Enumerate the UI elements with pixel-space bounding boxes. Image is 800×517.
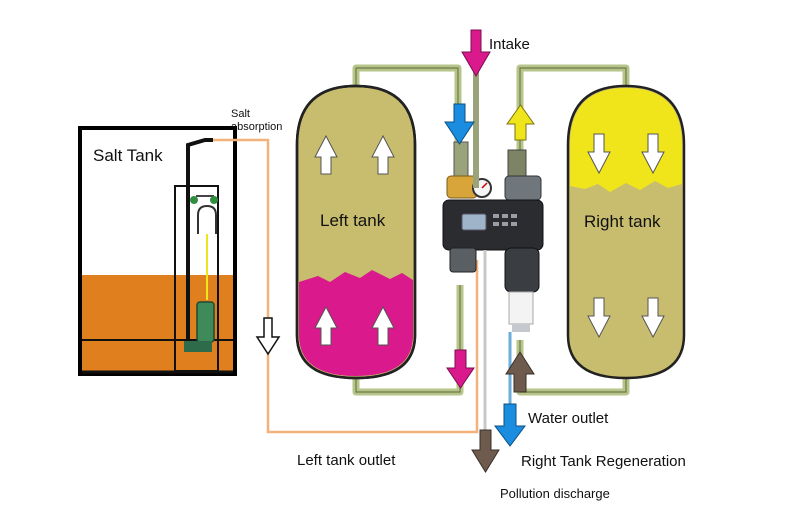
salt-line	[213, 138, 479, 434]
left-tank-outlet-label: Left tank outlet	[297, 452, 396, 469]
brine-well	[174, 185, 219, 372]
salt-tank-label: Salt Tank	[93, 146, 163, 165]
right-tank-down-arrow-icon	[587, 133, 611, 175]
pollution-discharge-arrow-icon	[471, 429, 500, 473]
control-valve	[442, 141, 544, 332]
left-tank-brine	[299, 270, 413, 376]
water-outlet-arrow-icon	[494, 403, 526, 447]
right-top-up-arrow-icon	[506, 104, 535, 141]
intake-arrow-icon	[461, 29, 491, 77]
right-bottom-up-arrow-icon	[505, 351, 535, 393]
salt-absorption-label-line2: absorption	[231, 121, 283, 133]
left-inlet-arrow-icon	[444, 103, 475, 145]
right-tank	[566, 84, 686, 380]
salt-flow-down-arrow-icon	[255, 317, 281, 356]
right-tank-label: Right tank	[584, 212, 661, 231]
left-tank	[295, 84, 417, 380]
raw-water-pipe	[473, 70, 479, 188]
intake-label: Intake	[489, 36, 530, 53]
valve-display	[461, 213, 487, 231]
right-tank-down-arrow-icon	[641, 297, 665, 339]
salt-absorption-label-line1: Salt	[231, 108, 250, 120]
left-tank-up-arrow-icon	[371, 134, 395, 175]
pollution-discharge-label: Pollution discharge	[500, 486, 610, 501]
left-tank-up-arrow-icon	[371, 305, 395, 346]
right-tank-top	[570, 88, 682, 192]
right-tank-regeneration-label: Right Tank Regeneration	[521, 453, 686, 470]
air-check	[196, 301, 215, 343]
left-tank-up-arrow-icon	[314, 134, 338, 175]
left-tank-up-arrow-icon	[314, 305, 338, 346]
water-outlet-label: Water outlet	[528, 410, 609, 427]
right-tank-down-arrow-icon	[587, 297, 611, 339]
left-tank-label: Left tank	[320, 211, 386, 230]
float-valve	[197, 204, 217, 234]
right-tank-down-arrow-icon	[641, 133, 665, 175]
left-outlet-arrow-icon	[446, 349, 475, 389]
salt-tank	[78, 126, 237, 376]
